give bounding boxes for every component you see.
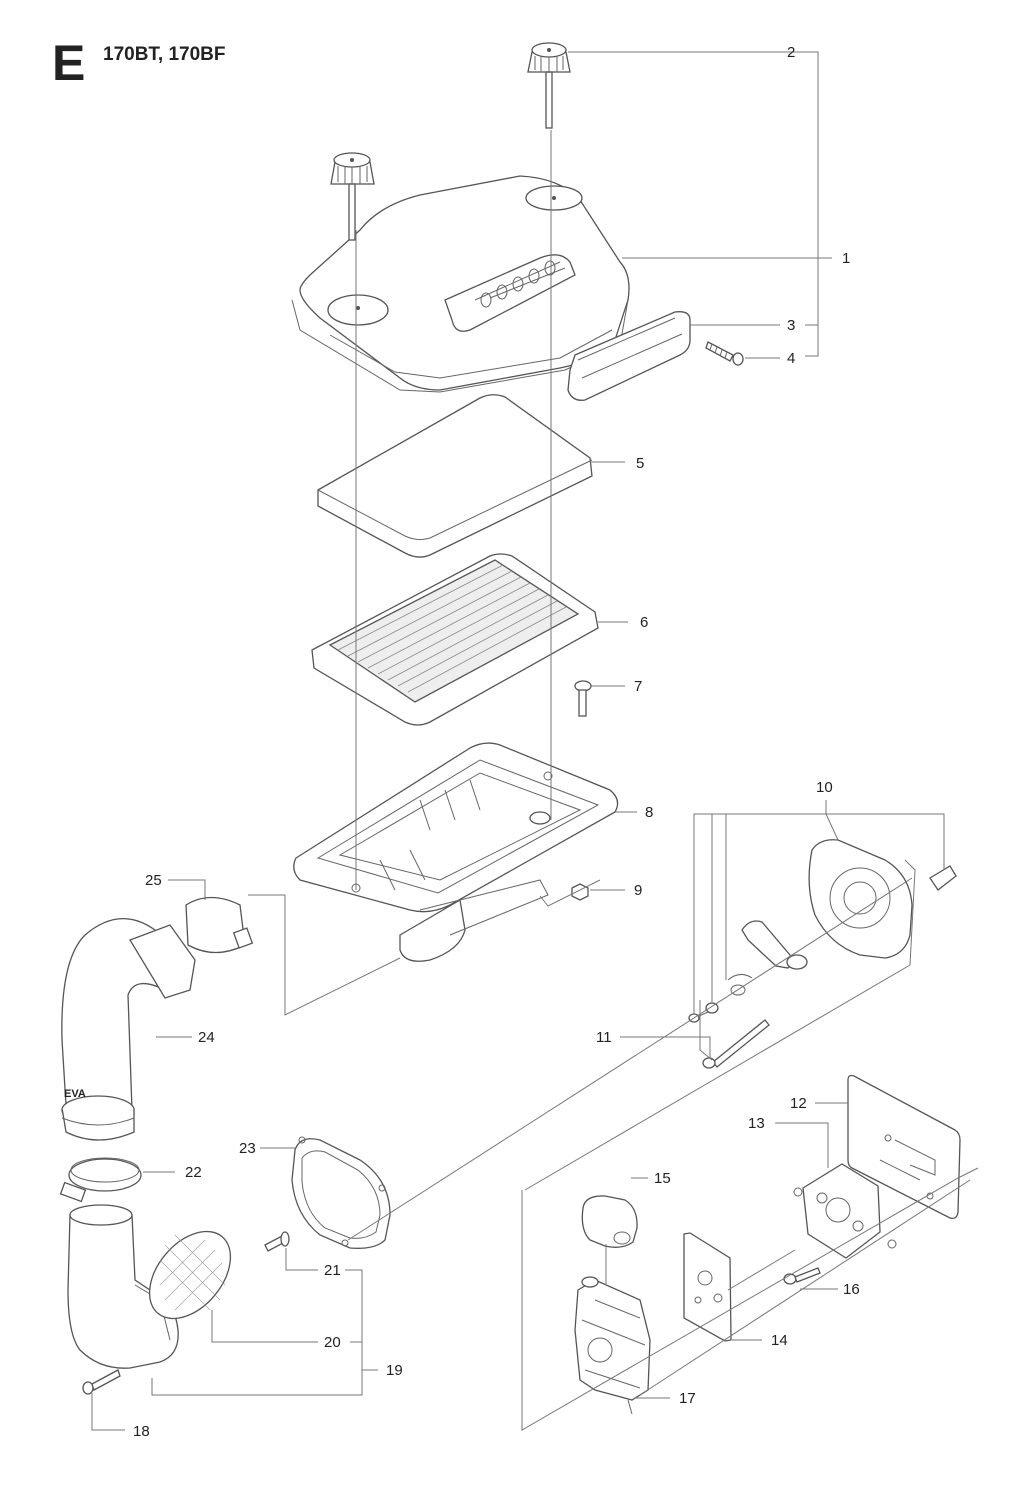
carburetor[interactable] [574,1276,651,1415]
callout-4: 4 [787,350,795,367]
callout-23: 23 [239,1140,256,1157]
callout-7: 7 [634,678,642,695]
air-filter-housing[interactable] [293,742,619,962]
intake-cover[interactable] [67,1204,179,1369]
cover-screw[interactable] [82,1369,121,1395]
callout-20: 20 [324,1334,341,1351]
callout-3: 3 [787,317,795,334]
filter-screw[interactable] [574,680,592,717]
assembly-guide-lines [248,130,979,1431]
hex-nut[interactable] [571,883,589,901]
callout-25: 25 [145,872,162,889]
callout-22: 22 [185,1164,202,1181]
choke-washer[interactable] [705,1002,719,1014]
air-filter-element[interactable] [311,553,599,726]
callout-6: 6 [640,614,648,631]
callout-11: 11 [596,1029,612,1046]
section-letter: E [52,35,86,91]
hose-clamp-upper[interactable] [185,896,254,954]
callout-18: 18 [133,1423,150,1440]
intake-elbow-hose[interactable]: EVA [61,918,196,1141]
primer-bulb[interactable] [581,1195,638,1248]
callout-16: 16 [843,1281,860,1298]
cover-handle-insert[interactable] [567,311,691,401]
handle-screw[interactable] [705,341,744,366]
carburetor-gasket[interactable] [683,1232,732,1342]
hose-clamp-lower[interactable] [59,1157,142,1203]
choke-plate-assembly[interactable] [727,839,957,996]
callout-leaders [91,51,945,1431]
callout-15: 15 [654,1170,671,1187]
screen-pin[interactable] [264,1231,290,1252]
intake-screen[interactable] [133,1216,246,1334]
callout-numbers: 1 2 3 4 5 6 7 8 9 10 11 12 13 14 15 16 1… [133,44,860,1440]
callout-8: 8 [645,804,653,821]
callout-21: 21 [324,1262,341,1279]
callout-13: 13 [748,1115,765,1132]
callout-19: 19 [386,1362,403,1379]
callout-10: 10 [816,779,833,796]
callout-12: 12 [790,1095,807,1112]
intake-gasket[interactable] [291,1136,391,1249]
knob-screw-right[interactable] [527,42,571,129]
choke-screw[interactable] [688,1011,709,1023]
callout-2: 2 [787,44,795,61]
knob-screw-left[interactable] [330,152,375,241]
callout-5: 5 [636,455,644,472]
callout-17: 17 [679,1390,696,1407]
elbow-marking: EVA [64,1088,86,1100]
heat-shield-plate[interactable] [847,1074,961,1220]
model-title: 170BT, 170BF [103,44,226,65]
callout-1: 1 [842,250,850,267]
callout-14: 14 [771,1332,788,1349]
pre-filter[interactable] [317,394,593,558]
callout-24: 24 [198,1029,215,1046]
air-filter-cover[interactable] [291,175,630,393]
callout-9: 9 [634,882,642,899]
long-bolt[interactable] [702,1019,770,1069]
